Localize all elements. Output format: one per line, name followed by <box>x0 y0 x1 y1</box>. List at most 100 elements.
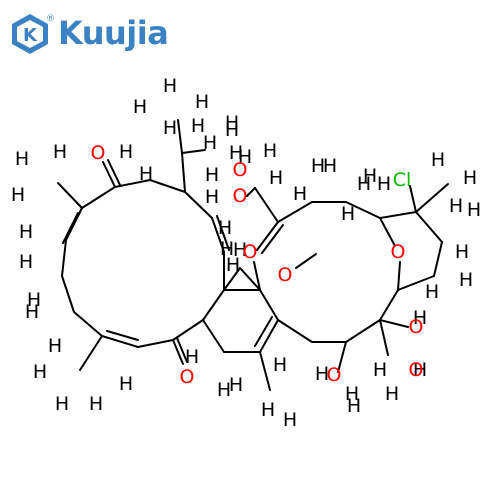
atom-label-h: H <box>163 117 177 139</box>
bond <box>172 319 204 341</box>
atom-label-h: H <box>431 149 445 171</box>
bond <box>379 211 417 219</box>
bond <box>184 191 213 219</box>
bond <box>73 311 103 337</box>
bond <box>106 330 139 341</box>
bond <box>379 289 399 321</box>
logo-wordmark: Kuujia <box>58 14 169 52</box>
atom-label-h: H <box>385 383 399 405</box>
atom-label-h: H <box>413 359 427 381</box>
atom-label-h: H <box>55 393 69 415</box>
atom-label-h: H <box>455 241 469 263</box>
bond <box>337 341 347 373</box>
bond-lines <box>57 119 449 391</box>
atom-label-h: H <box>163 75 177 97</box>
atom-label-h: H <box>377 173 391 195</box>
bond <box>137 339 174 348</box>
bond <box>253 261 261 291</box>
bond <box>176 337 188 363</box>
atom-label-h: H <box>373 359 387 381</box>
bond <box>172 339 184 365</box>
kuujia-logo: K <box>12 14 48 54</box>
bond <box>202 289 225 321</box>
atom-label-o: O <box>278 264 293 286</box>
atom-label-h: H <box>225 112 239 134</box>
atom-label-h: H <box>413 307 427 329</box>
atom-label-h: H <box>226 254 240 276</box>
atom-label-h: H <box>119 141 133 163</box>
atom-label-h: H <box>89 393 103 415</box>
bond <box>61 239 67 277</box>
bond <box>81 186 116 209</box>
atom-label-o: O <box>409 316 424 338</box>
bond <box>295 253 317 269</box>
kuujia-logo-letter: K <box>23 25 38 46</box>
bond <box>277 201 313 223</box>
atom-label-h: H <box>191 115 205 137</box>
bond <box>261 224 284 254</box>
atom-label-h: H <box>205 164 219 186</box>
atom-label-o: O <box>391 241 406 263</box>
bond <box>397 275 435 291</box>
atom-label-h: H <box>19 251 33 273</box>
atom-label-h: H <box>119 373 133 395</box>
logo-registered-mark: ® <box>46 14 55 24</box>
atom-label-h: H <box>459 269 473 291</box>
atom-label-h: H <box>425 281 439 303</box>
atom-label-h: H <box>238 146 252 168</box>
atom-label-h: H <box>283 409 297 431</box>
atom-label-h: H <box>15 148 29 170</box>
atom-label-h: H <box>139 163 153 185</box>
atom-label-o: O <box>233 185 248 207</box>
bond <box>256 221 279 251</box>
bond <box>259 319 279 353</box>
bond <box>65 207 83 241</box>
bond <box>415 183 449 213</box>
bond <box>202 319 225 353</box>
atom-label-h: H <box>53 141 67 163</box>
atom-label-h: H <box>357 173 371 195</box>
atom-label-h: H <box>273 354 287 376</box>
atom-label-h: H <box>229 374 243 396</box>
atom-label-o: O <box>91 142 106 164</box>
atom-label-h: H <box>203 132 217 154</box>
atom-label-h: H <box>133 96 147 118</box>
bond <box>107 159 121 186</box>
atom-label-h: H <box>225 119 239 141</box>
atom-label-h: H <box>25 301 39 323</box>
atom-label-h: H <box>19 221 33 243</box>
atom-label-h: H <box>467 199 481 221</box>
bond <box>345 201 381 219</box>
atom-label-h: H <box>218 217 232 239</box>
atom-label-h: H <box>205 186 219 208</box>
bond <box>102 161 116 188</box>
atom-label-h: H <box>195 91 209 113</box>
atom-label-o: O <box>327 364 342 386</box>
atom-label-h: H <box>311 155 325 177</box>
atom-label-h: H <box>261 399 275 421</box>
atom-label-h: H <box>11 184 25 206</box>
bond <box>379 319 389 356</box>
bond <box>409 185 417 213</box>
atom-label-o: O <box>233 159 248 181</box>
atom-label-h: H <box>233 239 247 261</box>
bond <box>114 179 151 188</box>
atom-label-o: O <box>243 241 258 263</box>
bond <box>57 182 83 209</box>
bond <box>415 211 443 243</box>
atom-label-o: O <box>180 366 195 388</box>
atom-label-h: H <box>220 238 234 260</box>
atom-label-h: H <box>323 155 337 177</box>
atom-label-h: H <box>341 203 355 225</box>
bond <box>397 261 401 291</box>
bond <box>259 351 271 391</box>
atom-label-h: H <box>217 379 231 401</box>
bond <box>277 319 313 343</box>
bond <box>254 316 273 347</box>
bond <box>223 267 241 291</box>
bond <box>181 149 206 154</box>
atom-label-h: H <box>263 140 277 162</box>
bond <box>254 187 279 223</box>
